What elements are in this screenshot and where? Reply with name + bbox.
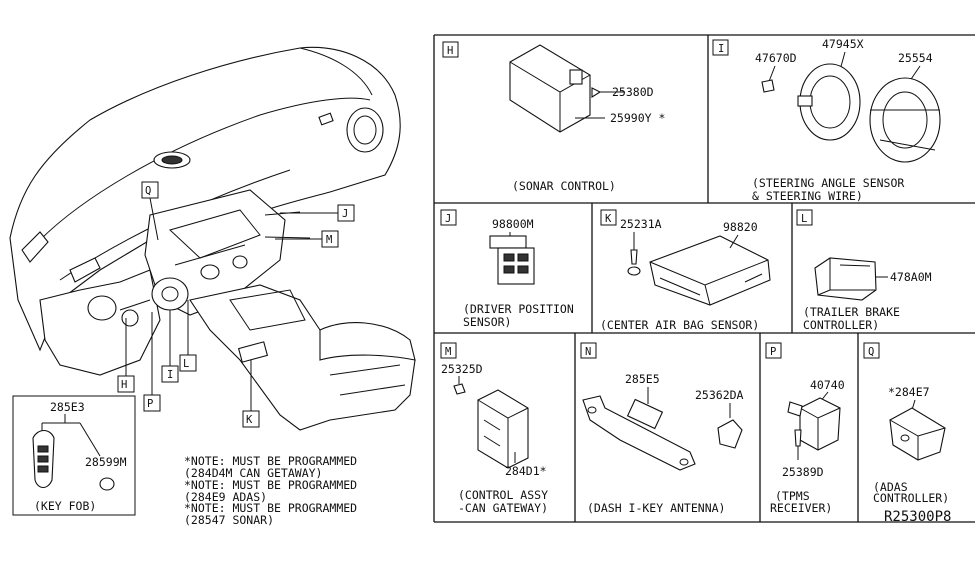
svg-text:K: K [246,414,253,426]
part-number-284e7: *284E7 [888,385,930,399]
svg-text:J: J [342,208,348,220]
panel-i-steering-angle-sensor: I 47670D 47945X 25554 (STEERING ANGLE SE… [712,37,941,203]
panel-h-sonar-control: H 25380D 25990Y * (SONAR CONTROL) [442,41,665,193]
panel-m-caption-line-2: -CAN GATEWAY) [458,501,548,515]
svg-text:M: M [445,346,451,358]
panel-n-i-key-antenna: N 285E5 25362DA (DASH I-KEY ANTENNA) [580,342,744,515]
panel-i-caption-line-1: (STEERING ANGLE SENSOR [752,176,904,190]
part-number-47945x: 47945X [822,37,864,51]
svg-text:*NOTE: MUST BE PROGRAMMED: *NOTE: MUST BE PROGRAMMED [184,501,357,515]
svg-text:J: J [445,213,451,225]
part-number-285e3: 285E3 [50,400,85,414]
panel-q-caption-line-2: CONTROLLER) [873,491,949,505]
panel-p-tpms-receiver: P 40740 25389D (TPMS RECEIVER) [765,342,845,515]
svg-text:Q: Q [868,346,874,358]
part-number-98800m: 98800M [492,217,534,231]
diagram-code: R25300P8 [884,509,951,525]
part-number-25362da: 25362DA [695,388,744,402]
svg-text:H: H [121,379,127,391]
part-number-25554: 25554 [898,51,933,65]
callout-q: Q [141,181,159,241]
panel-j-caption-line-1: (DRIVER POSITION [463,302,574,316]
callout-m: M [275,230,339,248]
callout-k: K [242,360,260,428]
panel-h-caption: (SONAR CONTROL) [512,179,616,193]
callout-p: P [143,312,161,412]
panel-m-caption-line-1: (CONTROL ASSY [458,488,548,502]
key-blade-shape [99,477,115,491]
callout-i: I [161,310,179,383]
part-number-25380d: 25380D [612,85,654,99]
panel-n-caption: (DASH I-KEY ANTENNA) [587,501,725,515]
panel-q-adas-controller: Q *284E7 (ADAS CONTROLLER) [863,342,949,505]
callout-j: J [280,204,355,222]
part-number-47670d: 47670D [755,51,797,65]
part-number-25990y: 25990Y * [610,111,665,125]
panel-l-caption-line-2: CONTROLLER) [803,318,879,332]
panel-l-trailer-brake-controller: L 478A0M (TRAILER BRAKE CONTROLLER) [796,209,932,332]
panel-q-caption-line-1: (ADAS [873,480,908,494]
svg-text:I: I [718,43,724,55]
panel-p-caption-line-1: (TPMS [775,489,810,503]
panel-l-caption-line-1: (TRAILER BRAKE [803,305,900,319]
panel-i-caption-line-2: & STEERING WIRE) [752,189,863,203]
part-number-478a0m: 478A0M [890,270,932,284]
part-number-285e5: 285E5 [625,372,660,386]
part-number-284d1: 284D1* [505,464,547,478]
panel-k-center-air-bag-sensor: K 25231A 98820 (CENTER AIR BAG SENSOR) [600,209,771,332]
svg-text:K: K [605,213,612,225]
panel-k-caption: (CENTER AIR BAG SENSOR) [600,318,759,332]
panel-grid [433,34,975,523]
panel-j-caption-line-2: SENSOR) [463,315,511,329]
svg-text:L: L [801,213,807,225]
svg-text:H: H [447,45,453,57]
part-number-28599m: 28599M [85,455,127,469]
callout-l: L [179,300,197,372]
svg-text:P: P [147,398,153,410]
panel-m-can-gateway: M 25325D 284D1* (CONTROL ASSY -CAN GATEW… [440,342,548,515]
dashboard-illustration [9,46,416,431]
svg-text:*NOTE: MUST BE PROGRAMMED: *NOTE: MUST BE PROGRAMMED [184,454,357,468]
svg-text:Q: Q [145,185,151,197]
svg-text:N: N [585,346,591,358]
svg-text:(284D4M CAN GETAWAY): (284D4M CAN GETAWAY) [184,466,322,480]
svg-text:L: L [183,358,189,370]
callout-h: H [117,318,135,393]
svg-text:P: P [770,346,776,358]
svg-text:*NOTE: MUST BE PROGRAMMED: *NOTE: MUST BE PROGRAMMED [184,478,357,492]
main-view-callouts: Q J M H P I L K [117,181,355,428]
key-fob-caption: (KEY FOB) [34,499,96,513]
part-number-25231a: 25231A [620,217,662,231]
programming-notes: *NOTE: MUST BE PROGRAMMED (284D4M CAN GE… [184,454,357,527]
panel-p-caption-line-2: RECEIVER) [770,501,832,515]
svg-text:I: I [167,369,173,381]
key-fob-inset: 285E3 28599M (KEY FOB) [12,395,136,516]
part-number-25389d: 25389D [782,465,824,479]
panel-j-driver-position-sensor: J 98800M (DRIVER POSITION SENSOR) [440,209,574,329]
svg-text:(28547 SONAR): (28547 SONAR) [184,513,274,527]
part-number-25325d: 25325D [441,362,483,376]
part-number-98820: 98820 [723,220,758,234]
svg-text:M: M [326,234,332,246]
svg-text:(284E9 ADAS): (284E9 ADAS) [184,490,267,504]
part-number-40740: 40740 [810,378,845,392]
